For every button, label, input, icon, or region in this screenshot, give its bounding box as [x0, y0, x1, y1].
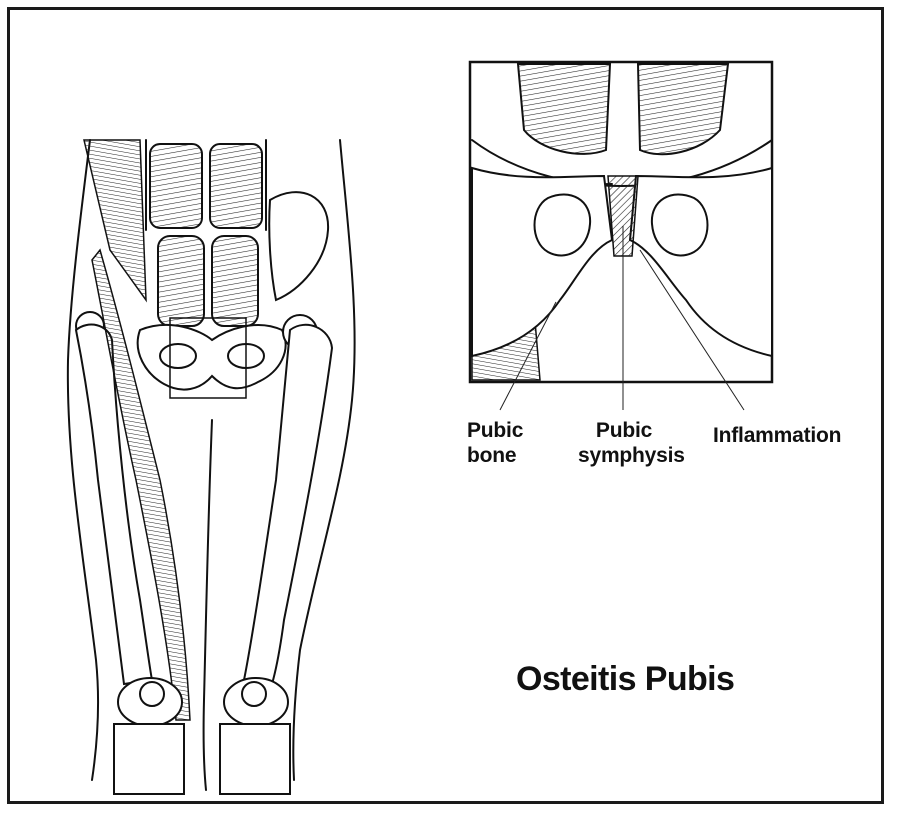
rectus-abdominis	[146, 140, 266, 326]
obturator-opening-left	[535, 194, 591, 255]
obturator-opening-right	[652, 194, 708, 255]
iliac-wing	[269, 192, 328, 300]
obturator-left	[160, 344, 196, 368]
label-pubic-bone-line2: bone	[467, 443, 523, 468]
label-pubic-bone-line1: Pubic	[467, 418, 523, 443]
oblique-muscle	[84, 140, 146, 300]
inset-detail	[470, 62, 772, 410]
label-pubic-bone: Pubic bone	[467, 418, 523, 468]
knee-left	[114, 678, 184, 794]
label-symphysis-line1: Pubic	[578, 418, 670, 443]
legs-pelvis-drawing	[68, 140, 355, 794]
figure-title: Osteitis Pubis	[516, 660, 734, 699]
inner-leg-line	[204, 420, 212, 790]
label-inflammation: Inflammation	[713, 423, 841, 448]
knee-right	[220, 678, 290, 794]
left-thigh-outline	[68, 140, 98, 780]
label-pubic-symphysis: Pubic symphysis	[578, 418, 670, 468]
label-symphysis-line2: symphysis	[578, 443, 670, 468]
